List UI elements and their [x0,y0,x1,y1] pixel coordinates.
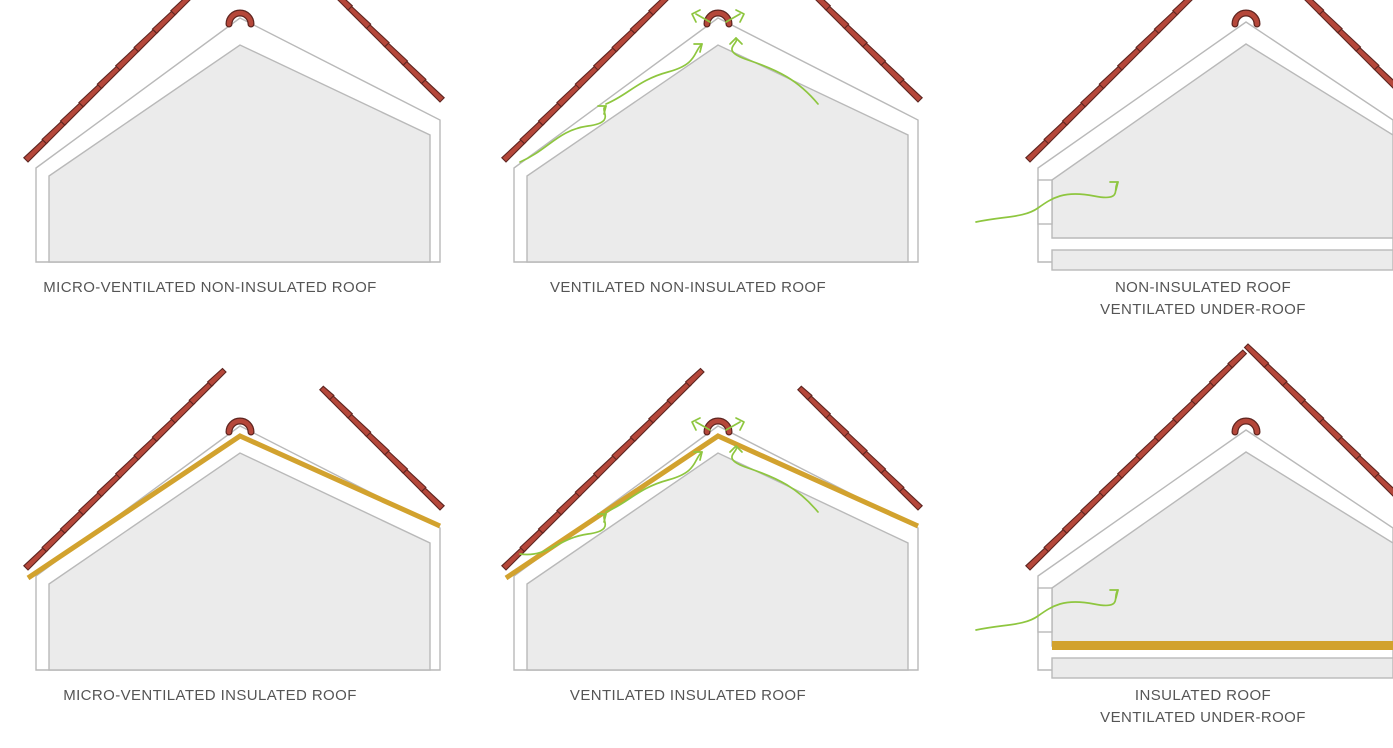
roof-tile-icon [1243,343,1270,369]
airflow-arrow-icon [693,43,703,53]
airflow-arrow-icon [693,451,703,461]
roof-tile-icon [797,385,813,401]
insulation-layer-icon [26,433,442,581]
ridge-tile-icon [1232,418,1260,435]
airflow-arrow-icon [695,13,711,23]
roof-section [501,0,923,263]
roof-tile-icon [1304,0,1325,16]
caption-line-2: VENTILATED UNDER-ROOF [1100,301,1306,318]
roof-tile-icon [337,0,354,11]
roof-tile-icon [319,385,335,401]
airflow-arrow-icon [691,417,701,431]
diagram-micro-ventilated-non-insulated-roof: MICRO-VENTILATED NON-INSULATED ROOF [0,0,445,340]
roof-section-drawing [975,0,1393,271]
airflow-arrow-icon [729,445,743,453]
caption-line-1: VENTILATED NON-INSULATED ROOF [549,279,827,296]
airflow-arrow-icon [597,513,607,523]
caption-line-1: MICRO-VENTILATED INSULATED ROOF [63,687,357,704]
caption-line-1: VENTILATED INSULATED ROOF [569,687,807,704]
roof-tile-icon [1172,0,1193,16]
airflow-arrow-icon [1109,589,1119,599]
lower-floor [1051,657,1393,679]
roof-section-drawing [23,0,445,263]
caption-line-1: INSULATED ROOF [1134,687,1272,704]
roof-section-drawing [975,343,1393,679]
airflow-arrow-icon [731,445,819,513]
airflow-arrow-icon [731,37,819,105]
insulation-layer-icon [504,433,920,581]
diagram-caption: INSULATED ROOF VENTILATED UNDER-ROOF [993,685,1393,729]
eave-vent [1037,587,1053,633]
ridge-tile-icon [1232,10,1260,27]
diagram-ventilated-insulated-roof: VENTILATED INSULATED ROOF [478,367,923,748]
roof-section [975,343,1393,679]
airflow-arrow-icon [735,417,745,431]
diagram-caption: VENTILATED NON-INSULATED ROOF [478,277,898,299]
roof-section [23,0,445,263]
roof-tile-icon [815,0,832,11]
diagram-caption: NON-INSULATED ROOF VENTILATED UNDER-ROOF [993,277,1393,321]
interior-space [48,452,431,671]
airflow-arrow-icon [695,421,711,431]
roof-section [23,367,445,671]
eave-vent [1037,179,1053,225]
ridge-tile-icon [226,418,254,435]
attic-space [1051,451,1393,647]
airflow-arrow-icon [691,9,701,23]
diagram-caption: MICRO-VENTILATED NON-INSULATED ROOF [0,277,420,299]
airflow-arrow-icon [605,451,703,513]
airflow-arrow-icon [605,43,703,105]
diagram-caption: VENTILATED INSULATED ROOF [478,685,898,707]
attic-space [1051,43,1393,239]
roof-tile-icon [206,367,227,387]
interior-space [48,44,431,263]
caption-line-1: MICRO-VENTILATED NON-INSULATED ROOF [43,279,377,296]
airflow-arrow-icon [1109,181,1119,191]
roof-section-drawing [23,367,445,671]
caption-line-1: NON-INSULATED ROOF [1114,279,1292,296]
airflow-arrow-icon [725,421,741,431]
diagram-insulated-roof-ventilated-under-roof: INSULATED ROOF VENTILATED UNDER-ROOF [975,343,1393,748]
diagram-micro-ventilated-insulated-roof: MICRO-VENTILATED INSULATED ROOF [0,367,445,748]
lower-floor [1051,249,1393,271]
airflow-arrow-icon [725,13,741,23]
insulation-layer-icon [1052,641,1393,650]
airflow-arrow-icon [729,37,743,45]
caption-line-2: VENTILATED UNDER-ROOF [1100,709,1306,726]
roof-tile-icon [648,0,669,16]
roof-section [501,367,923,671]
airflow-arrow-icon [975,181,1119,223]
airflow-arrow-icon [735,9,745,23]
airflow-arrow-icon [597,105,607,115]
roof-tile-icon [1227,349,1248,369]
roof-tile-icon [170,0,191,16]
roof-section-drawing [501,367,923,671]
airflow-arrow-icon [975,589,1119,631]
roof-section-drawing [501,0,923,263]
roof-section [975,0,1393,271]
diagram-ventilated-non-insulated-roof: VENTILATED NON-INSULATED ROOF [478,0,923,340]
diagram-caption: MICRO-VENTILATED INSULATED ROOF [0,685,420,707]
ridge-tile-icon [226,10,254,27]
roof-tile-icon [684,367,705,387]
diagram-non-insulated-roof-ventilated-under-roof: NON-INSULATED ROOF VENTILATED UNDER-ROOF [975,0,1393,340]
